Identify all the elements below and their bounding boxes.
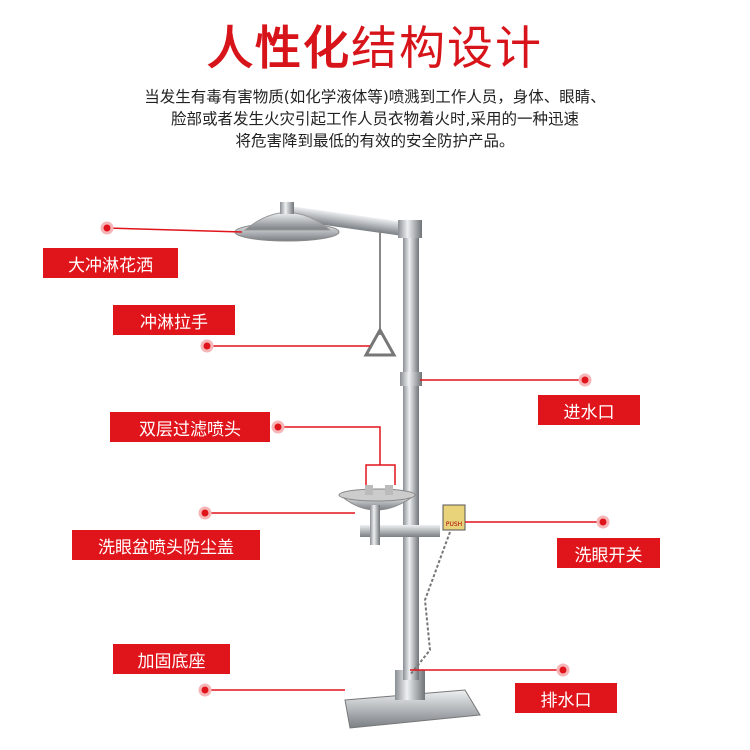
label-drain: 排水口	[515, 683, 617, 713]
description-line: 脸部或者发生火灾引起工作人员衣物着火时,采用的一种迅速	[171, 110, 579, 128]
label-filter-nozzle: 双层过滤喷头	[110, 412, 270, 442]
chain	[409, 531, 451, 676]
description-line: 当发生有毒有害物质(如化学液体等)喷溅到工作人员，身体、眼睛、	[144, 88, 606, 106]
pull-handle	[363, 326, 397, 357]
description-line: 将危害降到最低的有效的安全防护产品。	[235, 132, 515, 150]
label-water-inlet: 进水口	[538, 395, 640, 425]
description: 当发生有毒有害物质(如化学液体等)喷溅到工作人员，身体、眼睛、 脸部或者发生火灾…	[40, 86, 710, 152]
pole	[403, 230, 419, 680]
switch-sign-text: PUSH	[446, 521, 462, 528]
label-eyewash-switch: 洗眼开关	[557, 538, 660, 568]
title-light: 结构设计	[351, 21, 543, 75]
page-title: 人性化结构设计	[0, 12, 750, 78]
eyewash-switch	[442, 504, 466, 531]
arm	[288, 206, 414, 238]
label-dust-cover: 洗眼盆喷头防尘盖	[72, 530, 260, 560]
label-base: 加固底座	[113, 644, 230, 674]
label-pull-handle: 冲淋拉手	[113, 305, 235, 335]
label-shower-head: 大冲淋花洒	[43, 248, 178, 278]
title-bold: 人性化	[207, 21, 351, 75]
